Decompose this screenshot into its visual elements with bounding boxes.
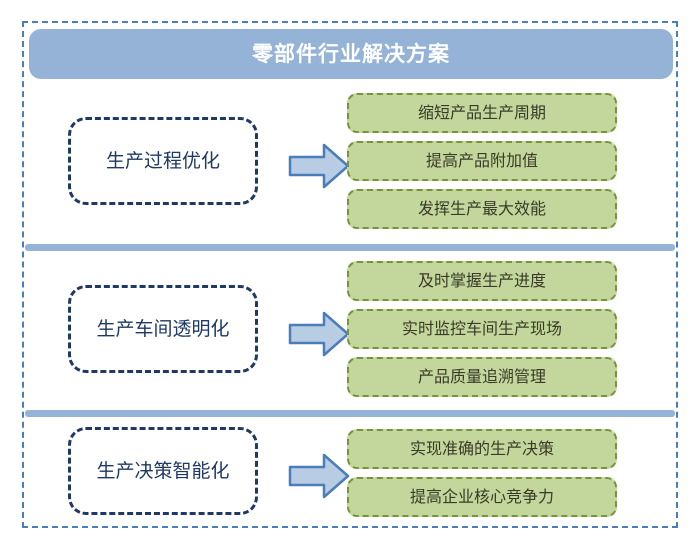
list-item-label: 实现准确的生产决策 (409, 439, 554, 458)
section-divider (25, 410, 675, 417)
solution-diagram: 零部件行业解决方案 生产过程优化 缩短产品生产周期 提高产品附加值 发挥生产最大… (22, 21, 678, 528)
list-item[interactable]: 产品质量追溯管理 (347, 357, 617, 397)
section-divider (25, 244, 675, 251)
list-item-label: 及时掌握生产进度 (417, 271, 546, 290)
right-arrow-icon (288, 452, 350, 500)
category-label: 生产车间透明化 (96, 317, 230, 340)
category-box[interactable]: 生产车间透明化 (68, 285, 258, 373)
benefit-list: 缩短产品生产周期 提高产品附加值 发挥生产最大效能 (347, 93, 617, 229)
list-item-label: 发挥生产最大效能 (417, 199, 546, 218)
category-label: 生产过程优化 (105, 149, 220, 172)
category-box[interactable]: 生产决策智能化 (68, 427, 258, 515)
list-item-label: 缩短产品生产周期 (417, 103, 546, 122)
section-production-process: 生产过程优化 缩短产品生产周期 提高产品附加值 发挥生产最大效能 (24, 87, 676, 237)
right-arrow-icon (288, 142, 350, 190)
category-label: 生产决策智能化 (96, 459, 230, 482)
benefit-list: 及时掌握生产进度 实时监控车间生产现场 产品质量追溯管理 (347, 261, 617, 397)
list-item[interactable]: 实时监控车间生产现场 (347, 309, 617, 349)
right-arrow-icon (288, 310, 350, 358)
list-item-label: 提高产品附加值 (425, 151, 538, 170)
list-item[interactable]: 缩短产品生产周期 (347, 93, 617, 133)
list-item[interactable]: 提高产品附加值 (347, 141, 617, 181)
category-box[interactable]: 生产过程优化 (68, 117, 258, 205)
section-workshop-transparency: 生产车间透明化 及时掌握生产进度 实时监控车间生产现场 产品质量追溯管理 (24, 255, 676, 405)
diagram-title-bar: 零部件行业解决方案 (29, 29, 673, 79)
section-decision-intelligence: 生产决策智能化 实现准确的生产决策 提高企业核心竞争力 (24, 415, 676, 525)
list-item-label: 实时监控车间生产现场 (401, 319, 562, 338)
benefit-list: 实现准确的生产决策 提高企业核心竞争力 (347, 429, 617, 517)
page-title: 零部件行业解决方案 (252, 41, 450, 66)
list-item[interactable]: 发挥生产最大效能 (347, 189, 617, 229)
list-item-label: 产品质量追溯管理 (417, 367, 546, 386)
list-item[interactable]: 提高企业核心竞争力 (347, 477, 617, 517)
list-item-label: 提高企业核心竞争力 (409, 487, 554, 506)
list-item[interactable]: 及时掌握生产进度 (347, 261, 617, 301)
list-item[interactable]: 实现准确的生产决策 (347, 429, 617, 469)
